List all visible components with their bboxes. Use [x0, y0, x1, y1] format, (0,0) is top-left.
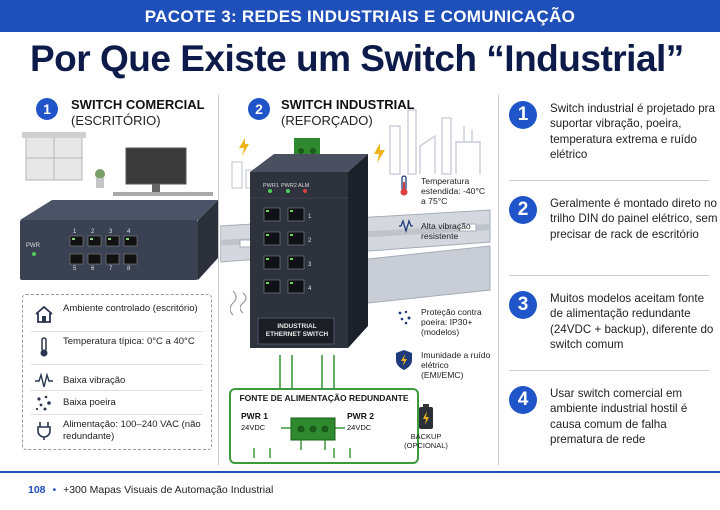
port-num-7: 7	[109, 266, 113, 272]
feature-text: Baixa vibração	[63, 375, 126, 386]
feature-text: Temperatura típica: 0°C a 40°C	[63, 336, 195, 347]
port-num-8: 8	[127, 266, 131, 272]
feature-row: Temperatura típica: 0°C a 40°C	[33, 336, 213, 358]
power-box-title: FONTE DE ALIMENTAÇÃO REDUNDANTE	[239, 393, 409, 403]
terminal-block	[281, 417, 345, 450]
footer-text: +300 Mapas Visuais de Automação Industri…	[63, 484, 274, 496]
point-text: Geralmente é montado direto no trilho DI…	[550, 197, 718, 241]
thermometer-icon	[40, 337, 48, 357]
point-text: Usar switch comercial em ambiente indust…	[550, 387, 688, 447]
port-num-6: 6	[91, 266, 95, 272]
footer-bullet: •	[52, 484, 57, 496]
footer: 108 • +300 Mapas Visuais de Automação In…	[28, 484, 273, 496]
point-text: Switch industrial é projetado pra suport…	[550, 102, 715, 162]
dust-icon	[35, 395, 51, 411]
port-num-4: 4	[308, 286, 312, 292]
feature-row: Alimentação: 100–240 VAC (não redundante…	[33, 419, 213, 442]
port-num-1: 1	[308, 214, 312, 220]
industrial-subheading: (REFORÇADO)	[281, 113, 373, 128]
divider	[218, 95, 219, 465]
house-icon	[35, 305, 53, 323]
point-text: Muitos modelos aceitam fonte de alimenta…	[550, 292, 714, 352]
power-cables	[279, 355, 335, 389]
anno-dust: Proteção contra poeira: IP30+ (modelos)	[421, 307, 482, 337]
port-num-3: 3	[109, 229, 113, 235]
vibration-icon	[230, 290, 237, 316]
factory-illustration	[389, 109, 481, 175]
industrial-switch	[250, 138, 368, 348]
port-num-4: 4	[127, 229, 131, 235]
thermometer-icon	[400, 175, 408, 196]
feature-row: Baixa poeira	[33, 392, 213, 414]
feature-row: Ambiente controlado (escritório)	[33, 303, 213, 325]
port-num-2: 2	[91, 229, 95, 235]
commercial-heading: SWITCH COMERCIAL	[71, 97, 205, 112]
battery-icon	[419, 404, 433, 429]
redundant-power-box: FONTE DE ALIMENTAÇÃO REDUNDANTE PWR 1 24…	[229, 388, 419, 464]
divider	[509, 370, 709, 371]
ground-marks	[253, 448, 351, 458]
page-title: Por Que Existe um Switch “Industrial”	[30, 38, 684, 79]
lightning-icon	[239, 138, 249, 156]
feature-row: Baixa vibração	[33, 370, 213, 392]
port-num-2: 2	[308, 238, 312, 244]
pwr1-label: PWR 1	[241, 411, 268, 421]
divider	[498, 95, 499, 465]
point-number: 2	[509, 196, 537, 224]
vibration-icon	[240, 292, 247, 314]
plug-icon	[37, 422, 51, 440]
pwr2-label: PWR 2	[347, 411, 374, 421]
industrial-device-label: INDUSTRIAL ETHERNET SWITCH	[265, 323, 329, 338]
port-num-1: 1	[73, 229, 77, 235]
shield-icon	[396, 350, 412, 370]
port-num-5: 5	[73, 266, 77, 272]
commercial-features: Ambiente controlado (escritório) Tempera…	[22, 294, 212, 450]
anno-vibration: Alta vibração resistente	[421, 221, 471, 241]
feature-text: Ambiente controlado (escritório)	[63, 303, 198, 314]
feature-text: Alimentação: 100–240 VAC (não redundante…	[63, 419, 201, 442]
page-number: 108	[28, 484, 46, 496]
pwr1-voltage: 24VDC	[241, 423, 266, 432]
section-number-1: 1	[36, 98, 58, 120]
divider	[509, 180, 709, 181]
anno-temperature: Temperatura estendida: -40°C a 75°C	[421, 176, 486, 206]
led-label-pwr1: PWR1	[263, 183, 279, 189]
anno-emi: Imunidade a ruído elétrico (EMI/EMC)	[421, 350, 491, 380]
commercial-pwr-label: PWR	[26, 243, 40, 249]
backup-label: BACKUP (OPCIONAL)	[404, 432, 448, 450]
vibration-icon	[35, 372, 53, 388]
led-label-pwr2: PWR2	[281, 183, 297, 189]
header-banner: PACOTE 3: REDES INDUSTRIAIS E COMUNICAÇÃ…	[0, 0, 720, 32]
commercial-subheading: (ESCRITÓRIO)	[71, 113, 161, 128]
section-number-2: 2	[248, 98, 270, 120]
point-number: 4	[509, 386, 537, 414]
point-number: 1	[509, 101, 537, 129]
led-label-alm: ALM	[298, 183, 310, 189]
commercial-switch	[20, 200, 218, 280]
vibration-icon	[399, 219, 413, 234]
dust-icon	[398, 310, 411, 325]
pwr2-voltage: 24VDC	[347, 423, 372, 432]
industrial-heading: SWITCH INDUSTRIAL	[281, 97, 415, 112]
footer-rule	[0, 471, 720, 473]
divider	[509, 275, 709, 276]
lightning-icon	[374, 143, 385, 163]
office-illustration	[22, 132, 213, 196]
point-number: 3	[509, 291, 537, 319]
port-num-3: 3	[308, 262, 312, 268]
feature-text: Baixa poeira	[63, 397, 116, 408]
